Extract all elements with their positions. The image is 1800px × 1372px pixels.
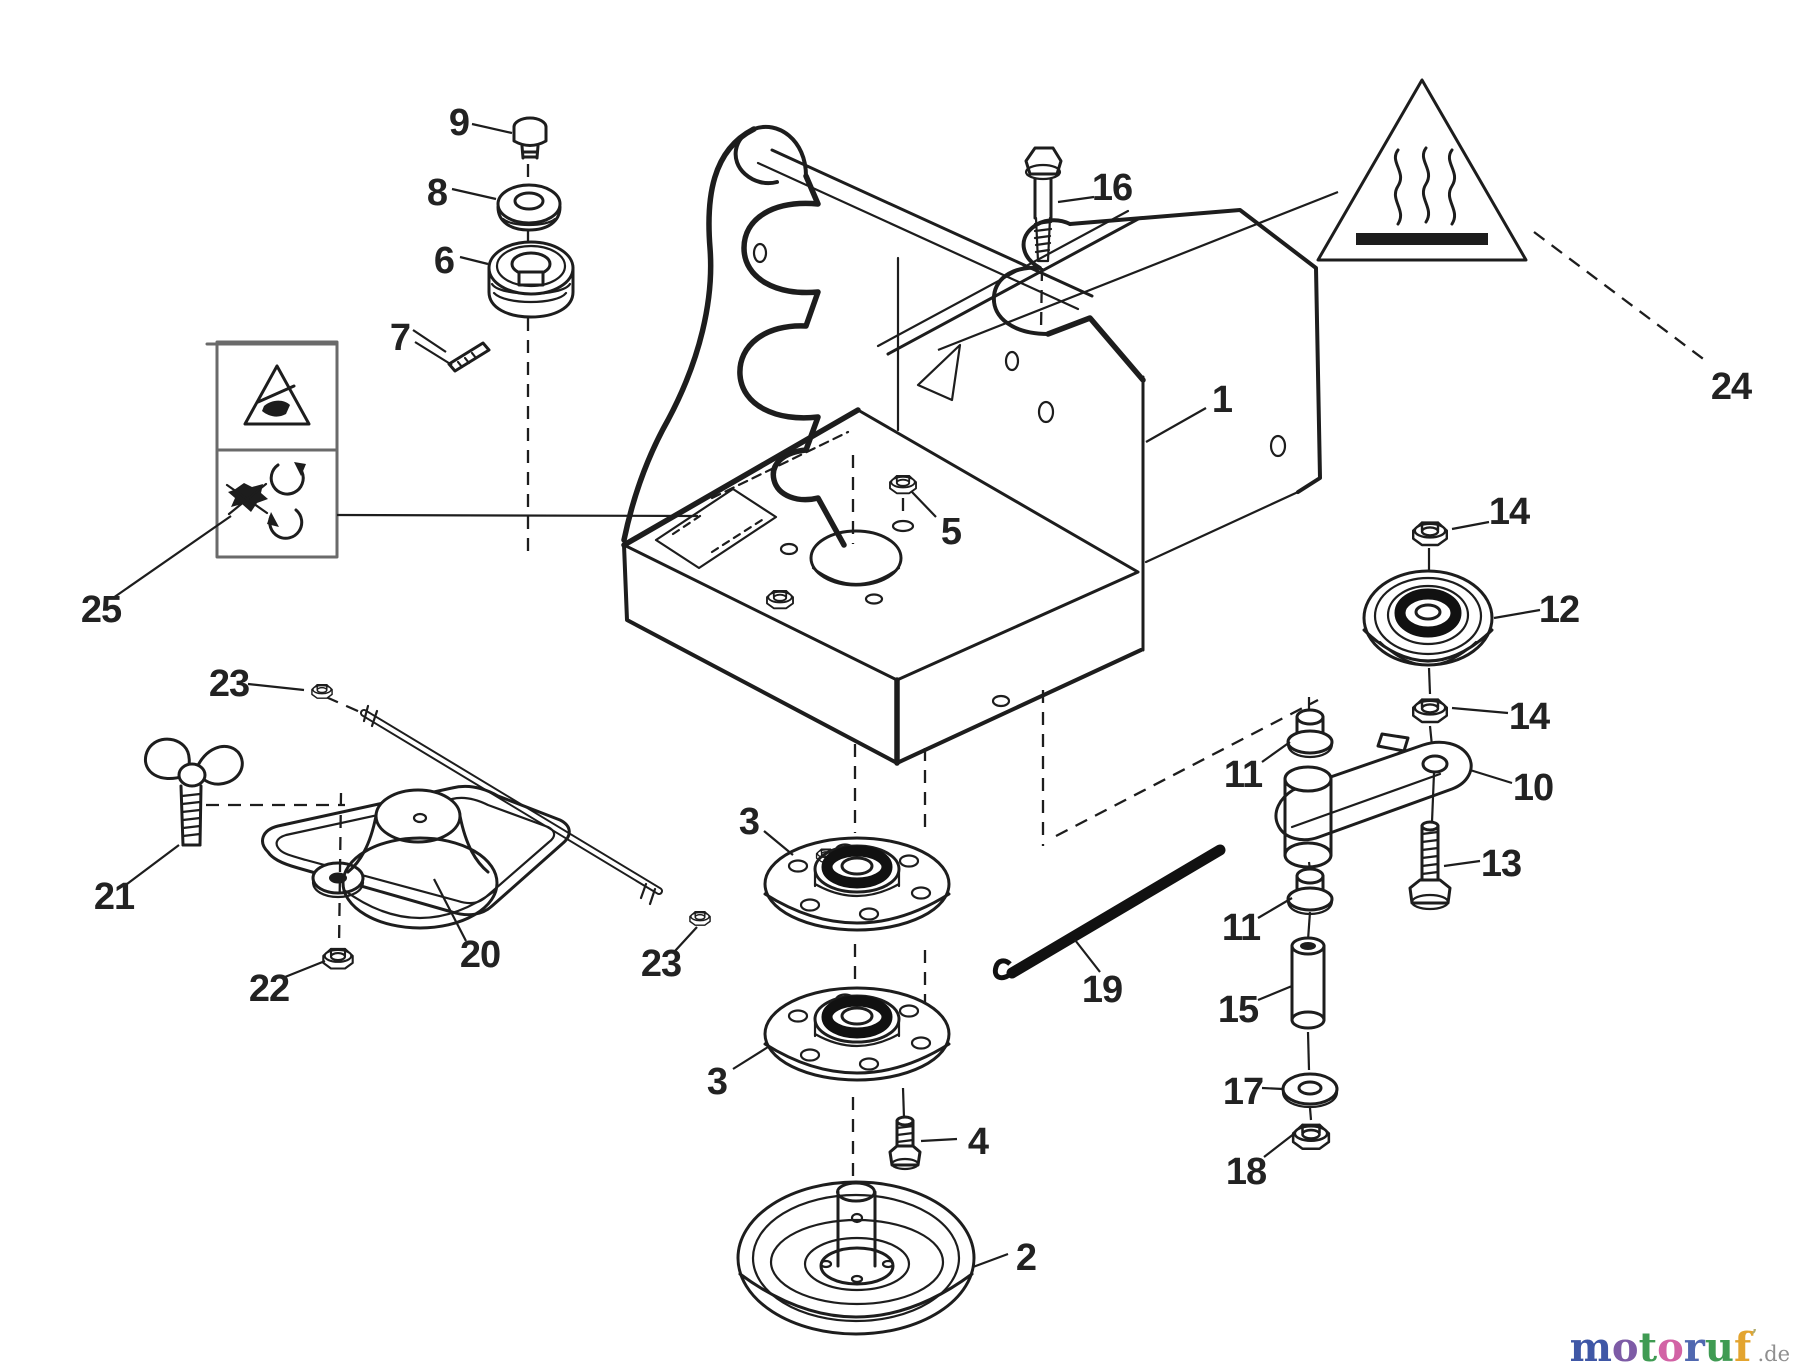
leader-lines — [126, 122, 1541, 1269]
logo-letter: o — [1611, 1324, 1639, 1371]
nut-part-22 — [322, 947, 354, 970]
callout-1: 1 — [1212, 379, 1233, 421]
spring-part-19 — [992, 844, 1226, 981]
logo-tick: ’ — [1751, 1326, 1758, 1347]
callout-22: 22 — [249, 968, 289, 1010]
bolt-part-13 — [1408, 772, 1452, 911]
pivot-sleeve — [1283, 765, 1333, 869]
bushing-part-11-lower — [1286, 861, 1334, 916]
wing-bolt-part-21 — [143, 737, 244, 847]
bearing-housing-part-6 — [487, 240, 575, 319]
cutting-hazard-warning-icon — [243, 364, 311, 426]
callout-10: 10 — [1513, 767, 1553, 809]
logo-letter: r — [1683, 1324, 1705, 1371]
rotating-parts-warning-icon — [225, 462, 306, 540]
warning-sticker-part-25 — [205, 340, 339, 559]
washer-part-17 — [1281, 1072, 1339, 1121]
callout-15: 15 — [1218, 989, 1259, 1031]
logo-letter: u — [1704, 1324, 1734, 1371]
cover-part-20 — [341, 788, 499, 930]
callout-2: 2 — [1016, 1237, 1036, 1279]
callout-17: 17 — [1223, 1071, 1263, 1113]
bushing-part-11-upper — [1286, 697, 1334, 759]
nut-part-14-lower — [1411, 698, 1449, 724]
callout-23b: 23 — [641, 943, 681, 985]
callout-18: 18 — [1226, 1151, 1266, 1193]
bolt-part-9 — [512, 116, 548, 160]
callout-19: 19 — [1082, 969, 1122, 1011]
roll-pin-part-7 — [447, 341, 491, 373]
bolt-part-16 — [1024, 146, 1063, 846]
callout-4: 4 — [968, 1121, 989, 1163]
nut-part-23-upper — [311, 684, 333, 699]
bearing-hub-part-3-upper — [763, 836, 951, 932]
logo-suffix: .de — [1757, 1342, 1790, 1366]
callout-25: 25 — [81, 589, 122, 631]
callout-13: 13 — [1481, 843, 1521, 885]
callout-14a: 14 — [1489, 491, 1530, 533]
nut-part-18 — [1291, 1123, 1331, 1151]
callout-9: 9 — [449, 102, 469, 144]
callout-5: 5 — [941, 511, 962, 553]
nut-part-23-lower — [689, 911, 711, 926]
nut-part-14-upper — [1411, 521, 1449, 547]
pulley-part-2 — [736, 1180, 976, 1336]
callout-23a: 23 — [209, 663, 249, 705]
callout-20: 20 — [460, 934, 500, 976]
logo-letter: f — [1733, 1324, 1752, 1371]
callout-24: 24 — [1711, 366, 1752, 408]
callout-3a: 3 — [739, 801, 759, 843]
callout-14b: 14 — [1509, 696, 1550, 738]
tension-rod — [325, 695, 663, 906]
nut-part-5 — [889, 475, 917, 533]
callout-21: 21 — [94, 876, 135, 918]
idler-arm-part-10 — [1274, 732, 1473, 842]
callout-12: 12 — [1539, 589, 1579, 631]
callout-labels: 1 2 3 3 4 5 6 7 8 9 10 11 11 12 13 14 14… — [81, 102, 1753, 1279]
callout-3b: 3 — [707, 1061, 727, 1103]
callout-16: 16 — [1092, 167, 1132, 209]
spacer-part-15 — [1290, 911, 1326, 1071]
bolt-part-4 — [888, 1115, 922, 1171]
callout-11a: 11 — [1224, 754, 1263, 796]
logo-letter: o — [1657, 1324, 1684, 1371]
callout-8: 8 — [427, 172, 447, 214]
spindle-housing-part-1 — [621, 124, 1322, 766]
hot-surface-warning-icon — [1316, 78, 1528, 262]
callout-7: 7 — [390, 317, 410, 359]
idler-pulley-part-12 — [1362, 569, 1494, 667]
grommet-part-8 — [496, 183, 562, 232]
callout-6: 6 — [434, 240, 454, 282]
callout-11b: 11 — [1222, 907, 1261, 949]
watermark-logo: motoruf’.de — [1570, 1328, 1790, 1368]
logo-letter: m — [1569, 1324, 1612, 1371]
logo-letter: t — [1638, 1324, 1658, 1371]
bearing-hub-part-3-lower — [763, 986, 951, 1082]
